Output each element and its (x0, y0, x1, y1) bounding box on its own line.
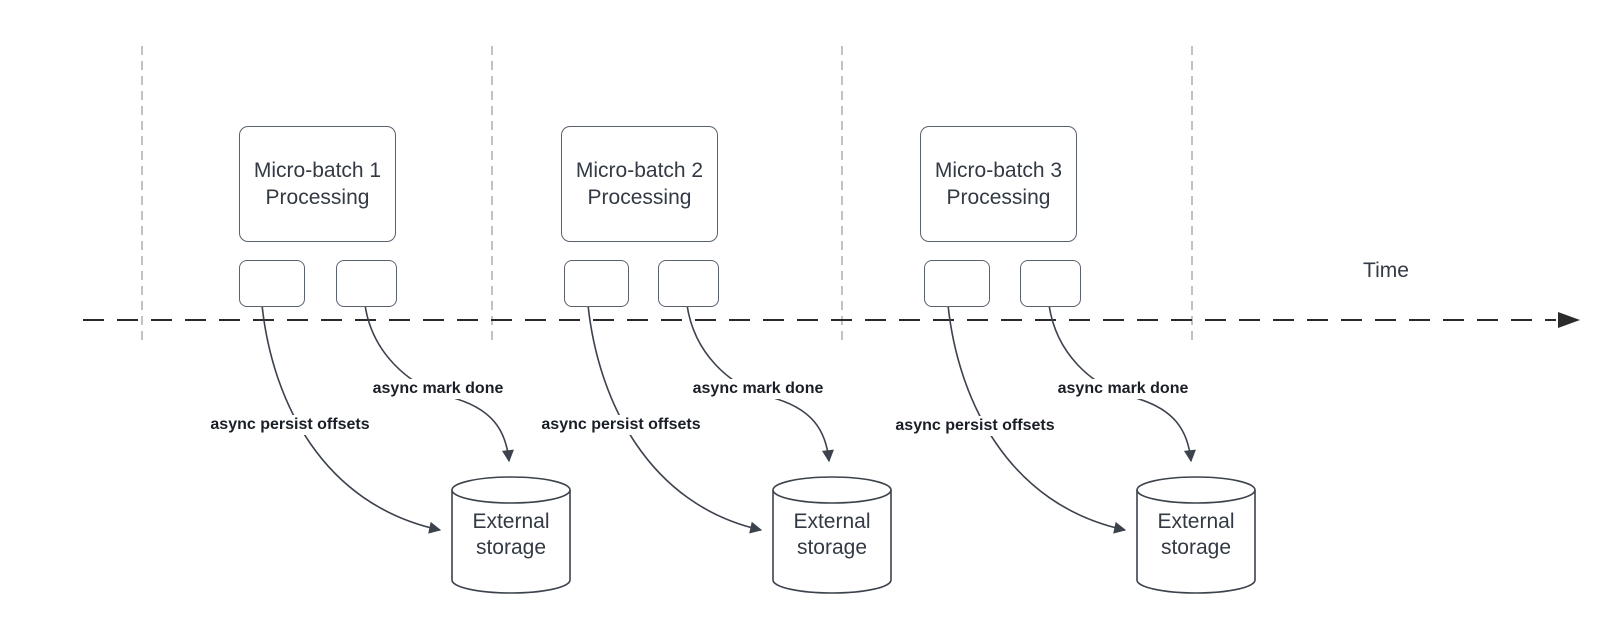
external-storage-label-2: External storage (793, 510, 871, 559)
time-axis-arrowhead-icon (1558, 312, 1580, 328)
micro-batch-3-task-box-left (924, 260, 990, 307)
persist-offsets-arrow-2 (587, 304, 763, 534)
micro-batch-3-task-box-right (1020, 260, 1081, 307)
micro-batch-3-process-label: Micro-batch 3 Processing (934, 159, 1063, 209)
external-storage-cylinder-2 (772, 476, 892, 594)
micro-batch-1-task-box-right (336, 260, 397, 307)
persist-offsets-label-1: async persist offsets (207, 415, 373, 435)
persist-offsets-label-3: async persist offsets (892, 416, 1058, 436)
mark-done-label-1: async mark done (369, 379, 507, 399)
persist-offsets-arrow-3 (947, 304, 1127, 534)
micro-batch-3-process-box: Micro-batch 3 Processing (920, 126, 1077, 242)
external-storage-cylinder-3 (1136, 476, 1256, 594)
external-storage-label-3: External storage (1157, 510, 1235, 559)
micro-batch-1-process-box: Micro-batch 1 Processing (239, 126, 396, 242)
external-storage-label-1: External storage (472, 510, 550, 559)
time-axis-label: Time (1363, 259, 1409, 282)
micro-batch-1-process-label: Micro-batch 1 Processing (253, 159, 382, 209)
micro-batch-2-task-box-right (658, 260, 719, 307)
micro-batch-2-process-box: Micro-batch 2 Processing (561, 126, 718, 242)
mark-done-label-2: async mark done (689, 379, 827, 399)
external-storage-cylinder-1 (451, 476, 571, 594)
micro-batch-2-task-box-left (564, 260, 629, 307)
micro-batch-2-process-label: Micro-batch 2 Processing (575, 159, 704, 209)
mark-done-label-3: async mark done (1054, 379, 1192, 399)
persist-offsets-label-2: async persist offsets (538, 415, 704, 435)
persist-offsets-arrow-1 (261, 304, 442, 534)
micro-batch-1-task-box-left (239, 260, 305, 307)
